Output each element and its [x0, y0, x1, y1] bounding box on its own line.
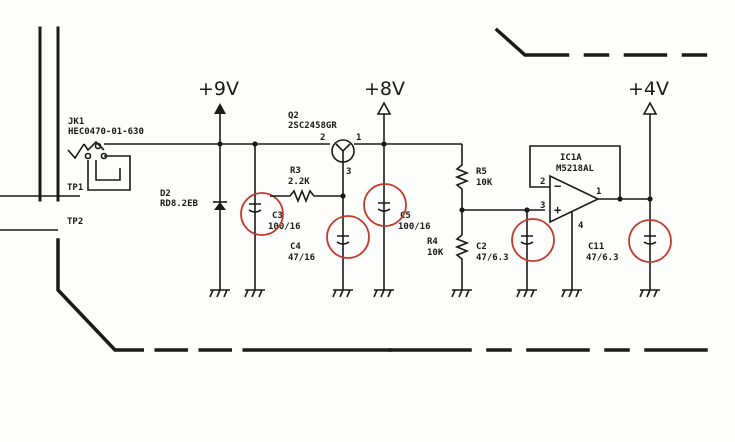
c11-ref: C11 [588, 242, 604, 252]
c4-highlight [326, 215, 370, 259]
rail-4v-label: +4V [628, 78, 669, 100]
ground-icon [451, 289, 472, 298]
r3-ref: R3 [290, 166, 301, 176]
ic1a-ref: IC1A [560, 153, 582, 163]
diode-part: RD8.2EB [160, 199, 199, 209]
c4-ref: C4 [290, 242, 301, 252]
ground-icon [516, 289, 537, 298]
board-outline [38, 26, 722, 352]
jack-ref: JK1 [68, 117, 84, 127]
c5-ref: C5 [400, 211, 411, 221]
q2-pin3: 3 [346, 167, 351, 177]
q2-part: 2SC2458GR [288, 121, 337, 131]
testpoint-tp2: TP2 [0, 217, 83, 231]
c11-value: 47/6.3 [586, 253, 619, 263]
capacitor-c2: C2 47/6.3 [476, 210, 555, 290]
c5-highlight [363, 183, 407, 227]
opamp-pin3: 3 [540, 201, 545, 211]
r5-value: 10K [476, 178, 493, 188]
capacitor-c5: C5 100/16 [363, 183, 431, 232]
r3-value: 2.2K [288, 177, 310, 187]
jack-part: HEC0470-01-630 [68, 127, 144, 137]
c2-value: 47/6.3 [476, 253, 509, 263]
capacitor-c3: C3 100/16 [240, 144, 301, 290]
ground-icon [332, 289, 353, 298]
q2-pin1: 1 [356, 133, 361, 143]
opamp-pin2: 2 [540, 177, 545, 187]
opamp-minus: − [554, 179, 561, 193]
tp2-label: TP2 [67, 217, 83, 227]
q2-ref: Q2 [288, 111, 299, 121]
opamp-ic1a: IC1A M5218AL − + 2 3 1 4 [529, 145, 650, 290]
opamp-plus: + [554, 203, 561, 217]
rail-9v: +9V [198, 78, 330, 290]
resistor-r4: R4 10K [427, 209, 545, 290]
junction-dots [217, 141, 653, 213]
ground-icon [244, 289, 265, 298]
diode-d2: D2 RD8.2EB [160, 189, 227, 210]
ground-icon [639, 289, 660, 298]
c5-value: 100/16 [398, 222, 431, 232]
resistor-r5: R5 10K [454, 144, 493, 235]
opamp-pin4: 4 [578, 221, 584, 231]
c3-highlight [240, 192, 284, 236]
capacitor-c11: C11 47/6.3 [586, 219, 672, 263]
opamp-pin1: 1 [596, 187, 601, 197]
testpoint-tp1: TP1 [0, 183, 83, 197]
capacitor-c4: C4 47/16 [288, 215, 370, 263]
jack-jk1: JK1 HEC0470-01-630 [67, 117, 220, 191]
ground-symbols [209, 289, 660, 298]
c2-ref: C2 [476, 242, 487, 252]
c3-ref: C3 [272, 211, 283, 221]
ground-icon [561, 289, 582, 298]
r4-ref: R4 [427, 237, 438, 247]
ground-icon [373, 289, 394, 298]
diode-ref: D2 [160, 189, 171, 199]
rail-8v-label: +8V [364, 78, 405, 100]
r5-ref: R5 [476, 167, 487, 177]
c3-value: 100/16 [268, 222, 301, 232]
r4-value: 10K [427, 248, 444, 258]
c2-highlight [511, 218, 555, 262]
c4-value: 47/16 [288, 253, 315, 263]
ground-icon [209, 289, 230, 298]
rail-8v: +8V [364, 78, 405, 290]
c11-highlight [628, 219, 672, 263]
tp1-label: TP1 [67, 183, 83, 193]
rail-9v-label: +9V [198, 78, 239, 100]
q2-pin2: 2 [320, 133, 325, 143]
ic1a-part: M5218AL [556, 164, 595, 174]
transistor-q2: Q2 2SC2458GR 2 1 3 [288, 111, 462, 177]
